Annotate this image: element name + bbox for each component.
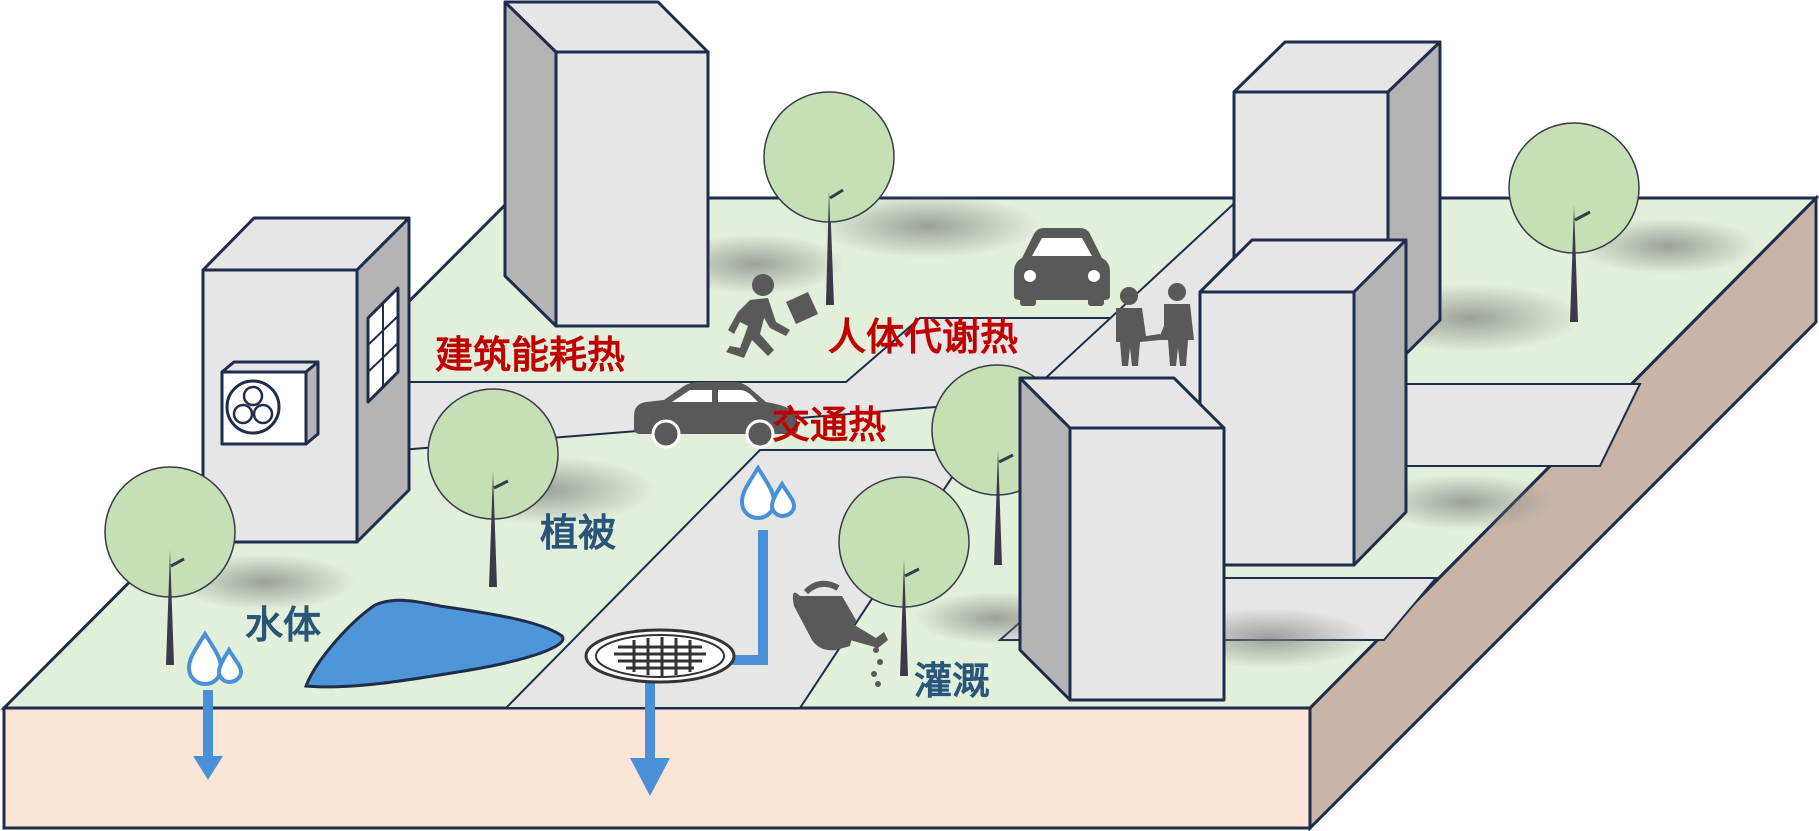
building-right-middle xyxy=(1198,238,1408,567)
car-front-icon xyxy=(1014,228,1110,306)
air-conditioner-icon xyxy=(220,360,320,446)
tree-back-center xyxy=(763,91,895,305)
down-arrow-left xyxy=(193,756,223,780)
tree-left-front xyxy=(104,466,236,665)
tree-vegetation xyxy=(427,388,559,587)
tree-irrigation xyxy=(838,476,970,676)
tree-right-back xyxy=(1508,122,1640,322)
building-back-left xyxy=(503,0,710,328)
down-arrow-center xyxy=(630,758,670,796)
label-human-heat: 人体代谢热 xyxy=(828,315,1018,359)
pond xyxy=(303,598,565,689)
label-building-heat: 建筑能耗热 xyxy=(435,333,625,377)
car-side-icon xyxy=(634,382,798,449)
watering-can-icon xyxy=(792,580,888,687)
walking-person-icon xyxy=(726,274,818,358)
label-vegetation: 植被 xyxy=(540,511,616,555)
building-front-center xyxy=(1018,376,1226,702)
water-drop-icon-left xyxy=(186,630,244,687)
label-irrigation: 灌溉 xyxy=(914,659,990,703)
manhole-grate-icon xyxy=(584,628,736,684)
people-handshake-icon xyxy=(1116,283,1194,366)
label-traffic-heat: 交通热 xyxy=(772,403,886,447)
water-drop-icon-center xyxy=(739,464,797,521)
label-water-body: 水体 xyxy=(245,603,321,647)
